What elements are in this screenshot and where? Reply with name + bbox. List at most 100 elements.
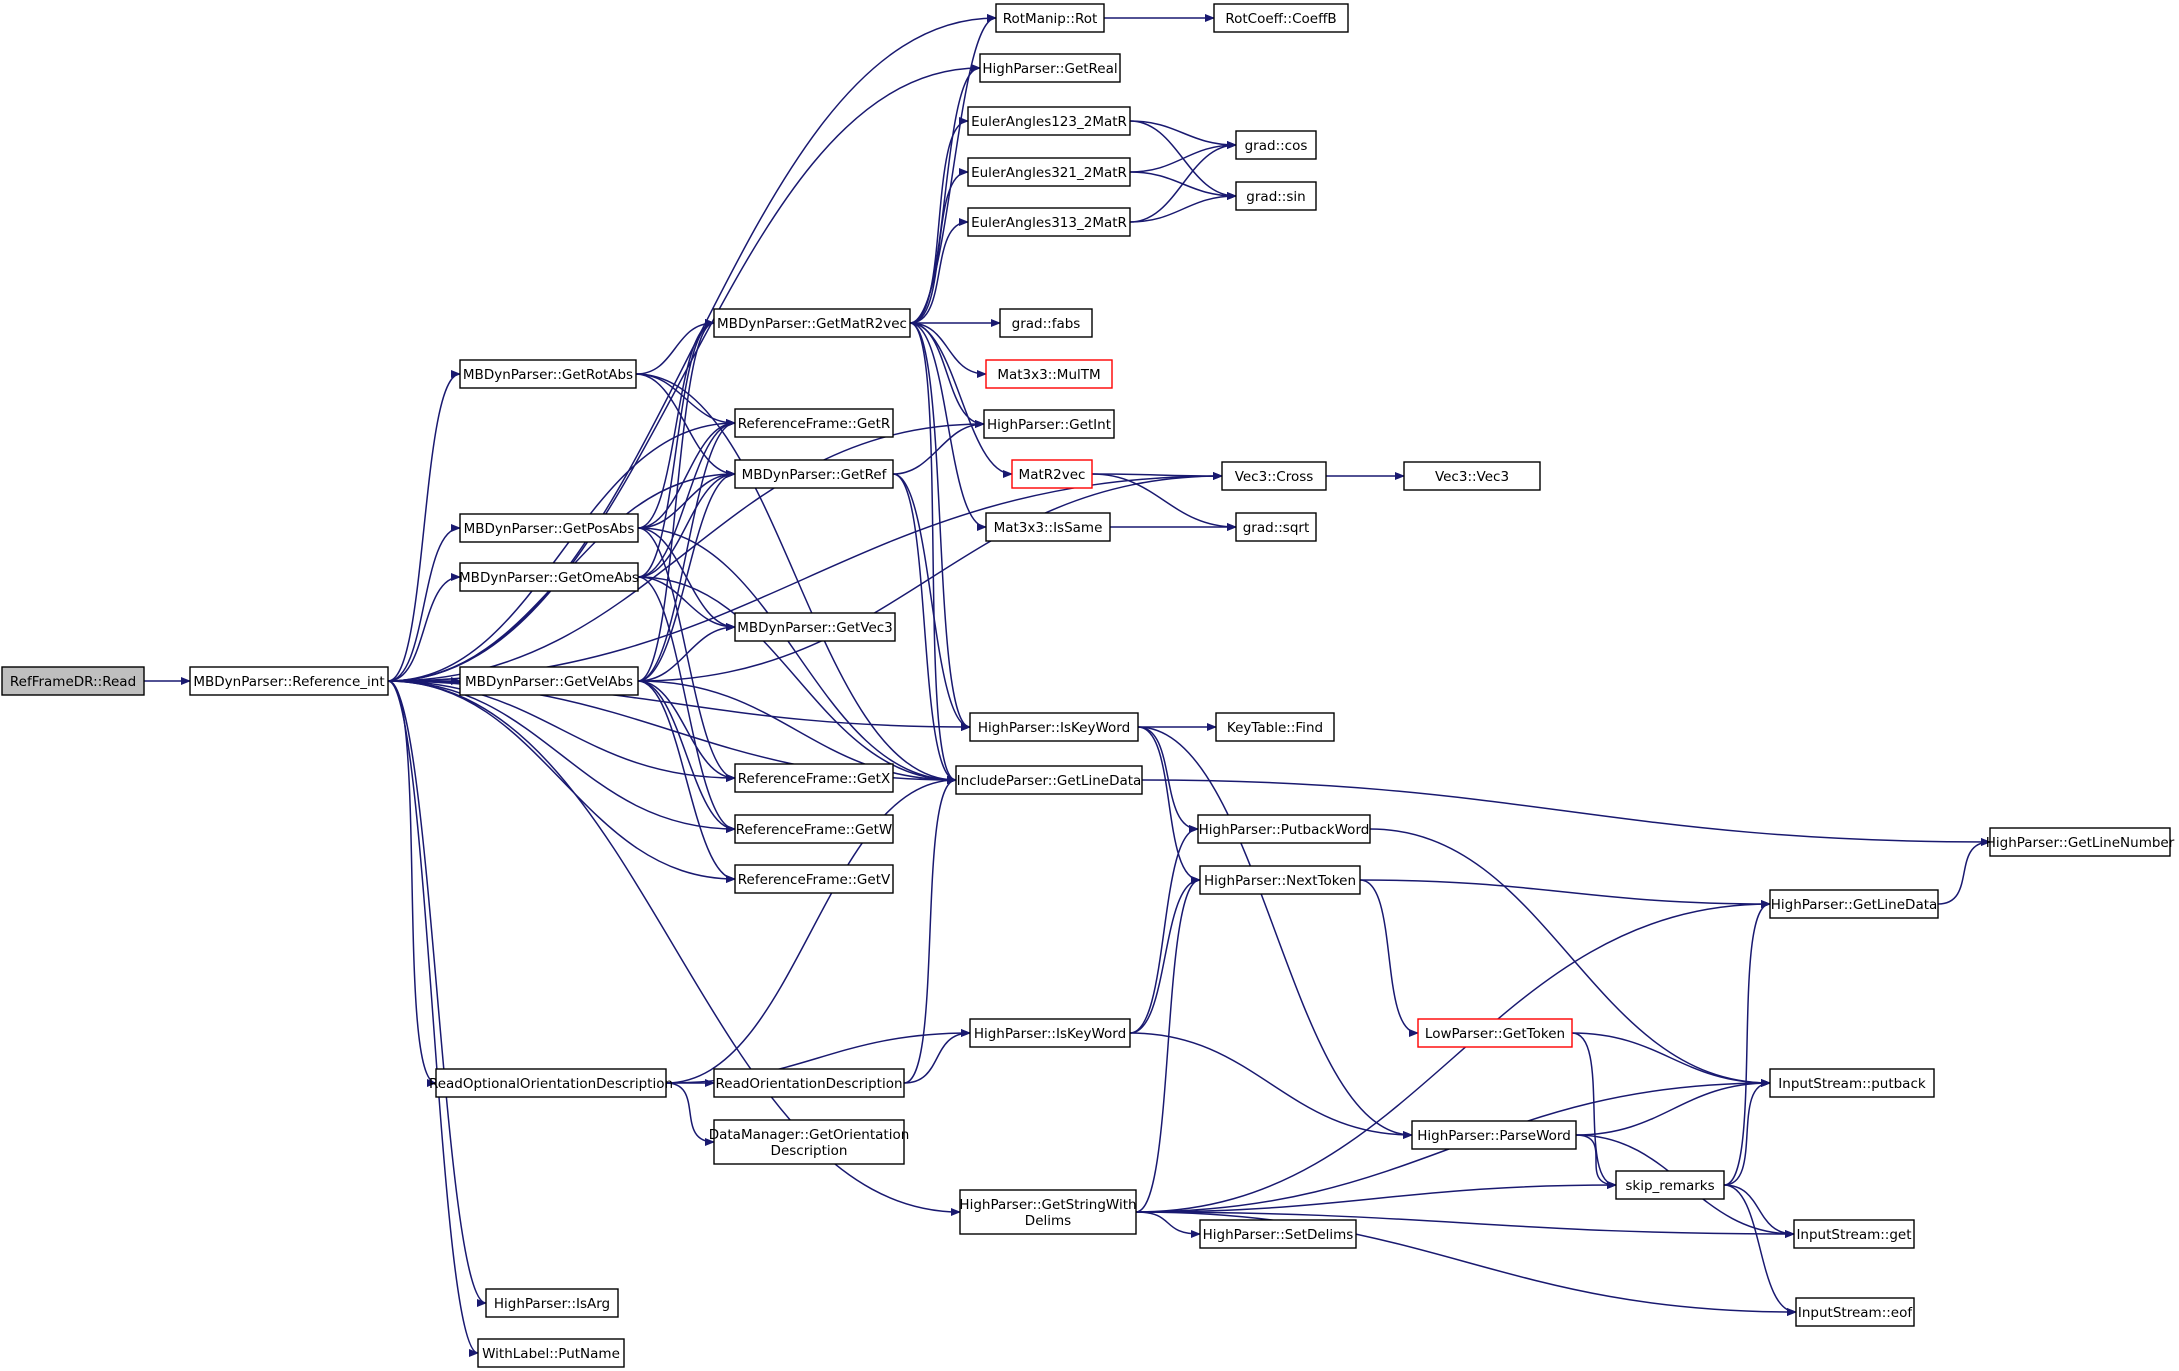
edge-arrow [1575, 1134, 1617, 1189]
node-euler123[interactable]: EulerAngles123_2MatR [967, 106, 1131, 136]
edge-getrotabs-to-getref [635, 373, 736, 478]
node-label: grad::fabs [1012, 316, 1081, 332]
edge-readopt-to-dmgetorient [665, 1082, 715, 1146]
edge-arrow [1369, 828, 1771, 1087]
node-rfgetv[interactable]: ReferenceFrame::GetV [734, 864, 894, 894]
node-label: EulerAngles313_2MatR [971, 215, 1127, 231]
node-getposabs[interactable]: MBDynParser::GetPosAbs [459, 513, 639, 543]
node-iskeyword2[interactable]: HighParser::IsKeyWord [969, 1018, 1131, 1048]
edge-readorient-to-iskeyword2 [903, 1029, 971, 1084]
edge-getposabs-to-incgetline [637, 527, 957, 784]
node-label: ReferenceFrame::GetR [738, 416, 891, 432]
edge-arrow [909, 218, 969, 324]
node-box [1615, 1170, 1725, 1200]
edge-getposabs-to-getmatr2vec [637, 319, 715, 529]
edge-iskeyword2-to-nexttoken [1129, 876, 1201, 1034]
edge-arrow [909, 322, 957, 784]
node-matr2vec[interactable]: MatR2vec [1011, 459, 1093, 489]
edge-skipremarks-to-isget [1723, 1184, 1795, 1238]
node-box [1199, 1219, 1357, 1249]
node-parseword[interactable]: HighParser::ParseWord [1411, 1120, 1577, 1150]
node-putname[interactable]: WithLabel::PutName [477, 1338, 625, 1368]
node-rotmanip[interactable]: RotManip::Rot [995, 3, 1105, 33]
node-sin[interactable]: grad::sin [1235, 181, 1317, 211]
edges-layer [143, 14, 1991, 1357]
node-box [967, 157, 1131, 187]
node-cross[interactable]: Vec3::Cross [1221, 461, 1327, 491]
edge-nexttoken-to-lowgettoken [1359, 879, 1419, 1037]
node-box [734, 763, 894, 793]
node-box [979, 53, 1121, 83]
node-getvec3[interactable]: MBDynParser::GetVec3 [734, 612, 896, 642]
node-readorient[interactable]: ReadOrientationDescription [713, 1068, 905, 1098]
edge-arrow [1129, 141, 1237, 173]
node-euler321[interactable]: EulerAngles321_2MatR [967, 157, 1131, 187]
node-multm[interactable]: Mat3x3::MulTM [985, 359, 1113, 389]
node-isget[interactable]: InputStream::get [1793, 1219, 1915, 1249]
node-putback[interactable]: HighParser::PutbackWord [1197, 814, 1371, 844]
node-vec3[interactable]: Vec3::Vec3 [1403, 461, 1541, 491]
node-box [959, 1189, 1137, 1235]
node-refint[interactable]: MBDynParser::Reference_int [189, 666, 389, 696]
node-coeffb[interactable]: RotCoeff::CoeffB [1213, 3, 1349, 33]
node-isarg[interactable]: HighParser::IsArg [485, 1288, 619, 1318]
edge-refint-to-rfgetw [387, 680, 736, 833]
node-box [1, 666, 145, 696]
edge-arrow [1135, 1211, 1201, 1238]
node-fabs[interactable]: grad::fabs [999, 308, 1093, 338]
node-getlinenumber[interactable]: HighParser::GetLineNumber [1986, 827, 2175, 857]
node-label: ReferenceFrame::GetV [738, 872, 891, 888]
node-label: EulerAngles123_2MatR [971, 114, 1127, 130]
nodes-layer: RefFrameDR::Read MBDynParser::Reference_i… [1, 3, 2175, 1368]
node-getreal[interactable]: HighParser::GetReal [979, 53, 1121, 83]
edge-matr2vec-to-cross [1091, 471, 1223, 480]
node-incgetline[interactable]: IncludeParser::GetLineData [955, 765, 1143, 795]
node-box [1215, 712, 1335, 742]
node-rfgetx[interactable]: ReferenceFrame::GetX [734, 763, 894, 793]
node-label: HighParser::SetDelims [1203, 1227, 1354, 1243]
node-issame[interactable]: Mat3x3::IsSame [985, 512, 1111, 542]
node-getmatr2vec[interactable]: MBDynParser::GetMatR2vec [713, 308, 911, 338]
node-readopt[interactable]: ReadOptionalOrientationDescription [429, 1068, 673, 1098]
edge-arrow [892, 473, 957, 784]
node-isputback[interactable]: InputStream::putback [1769, 1068, 1935, 1098]
node-cos[interactable]: grad::cos [1235, 130, 1317, 160]
node-getref[interactable]: MBDynParser::GetRef [734, 459, 894, 489]
node-getrotabs[interactable]: MBDynParser::GetRotAbs [459, 359, 637, 389]
edge-incgetline-to-getlinenumber [1141, 779, 1991, 846]
node-box [734, 814, 894, 844]
node-getvelabs[interactable]: MBDynParser::GetVelAbs [459, 666, 639, 696]
node-label: ReferenceFrame::GetX [738, 771, 890, 787]
node-iseof[interactable]: InputStream::eof [1795, 1297, 1915, 1327]
node-box [734, 864, 894, 894]
node-box [1221, 461, 1327, 491]
node-iskeyword1[interactable]: HighParser::IsKeyWord [969, 712, 1139, 742]
edge-putback-to-isputback [1369, 828, 1771, 1087]
node-sqrt[interactable]: grad::sqrt [1235, 512, 1317, 542]
node-getomeabs[interactable]: MBDynParser::GetOmeAbs [459, 562, 639, 592]
node-read[interactable]: RefFrameDR::Read [1, 666, 145, 696]
node-nexttoken[interactable]: HighParser::NextToken [1199, 865, 1361, 895]
node-hpgetline[interactable]: HighParser::GetLineData [1769, 889, 1939, 919]
node-rfgetr[interactable]: ReferenceFrame::GetR [734, 408, 894, 438]
node-euler313[interactable]: EulerAngles313_2MatR [967, 207, 1131, 237]
node-box [967, 106, 1131, 136]
node-find[interactable]: KeyTable::Find [1215, 712, 1335, 742]
edge-getposabs-to-rfgetr [637, 419, 736, 529]
node-skipremarks[interactable]: skip_remarks [1615, 1170, 1725, 1200]
node-box [734, 408, 894, 438]
edge-arrow [665, 776, 957, 1084]
node-label: grad::cos [1245, 138, 1308, 154]
edge-arrow [635, 373, 957, 784]
node-rfgetw[interactable]: ReferenceFrame::GetW [734, 814, 894, 844]
edge-arrow [1723, 1184, 1797, 1316]
node-label: WithLabel::PutName [482, 1346, 620, 1362]
edge-iskeyword1-to-parseword [1137, 726, 1413, 1139]
edge-parseword-to-isputback [1575, 1079, 1771, 1136]
node-lowgettoken[interactable]: LowParser::GetToken [1417, 1018, 1573, 1048]
node-getint[interactable]: HighParser::GetInt [983, 409, 1115, 439]
node-setdelims[interactable]: HighParser::SetDelims [1199, 1219, 1357, 1249]
edge-arrow [637, 470, 736, 578]
